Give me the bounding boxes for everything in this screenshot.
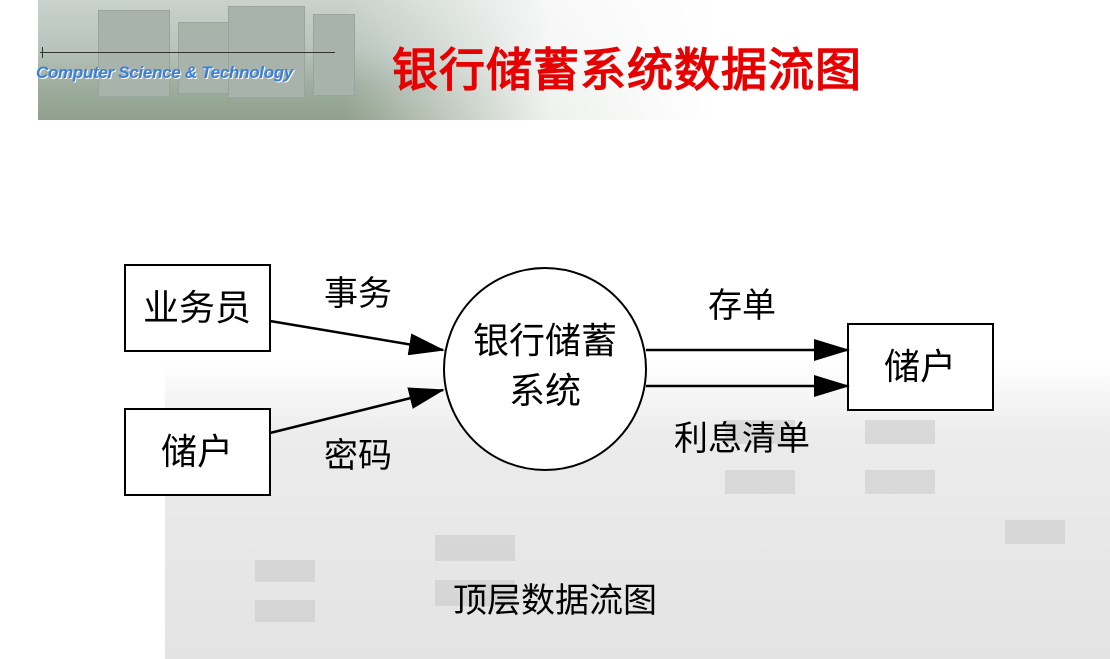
flow-label-interest-statement: 利息清单: [674, 419, 810, 459]
banner-subtitle: Computer Science & Technology: [36, 63, 294, 82]
flow-label-password: 密码: [324, 436, 392, 476]
flow-label-deposit-slip: 存单: [708, 286, 776, 326]
process-label-line2: 系统: [509, 371, 581, 412]
entity-depositor-source-label: 储户: [161, 432, 233, 473]
entity-depositor-sink-label: 储户: [884, 347, 956, 388]
banner-divider-line: [40, 52, 335, 53]
process-label-line1: 银行储蓄: [473, 321, 617, 362]
flow-arrow-transaction: [269, 319, 445, 356]
flow-arrow-password: [269, 387, 445, 435]
entity-depositor-source: 储户: [124, 408, 271, 496]
entity-clerk-label: 业务员: [143, 288, 251, 329]
entity-clerk: 业务员: [124, 264, 271, 352]
header-banner: Computer Science & Technology: [0, 0, 720, 120]
diagram-caption: 顶层数据流图: [453, 581, 657, 621]
process-bank-savings-system: 银行储蓄 系统: [443, 267, 647, 471]
banner-divider-tick: [42, 47, 43, 58]
flow-label-transaction: 事务: [324, 274, 392, 314]
campus-banner-image: [38, 0, 718, 120]
entity-depositor-sink: 储户: [847, 323, 994, 411]
slide-title: 银行储蓄系统数据流图: [392, 43, 862, 97]
